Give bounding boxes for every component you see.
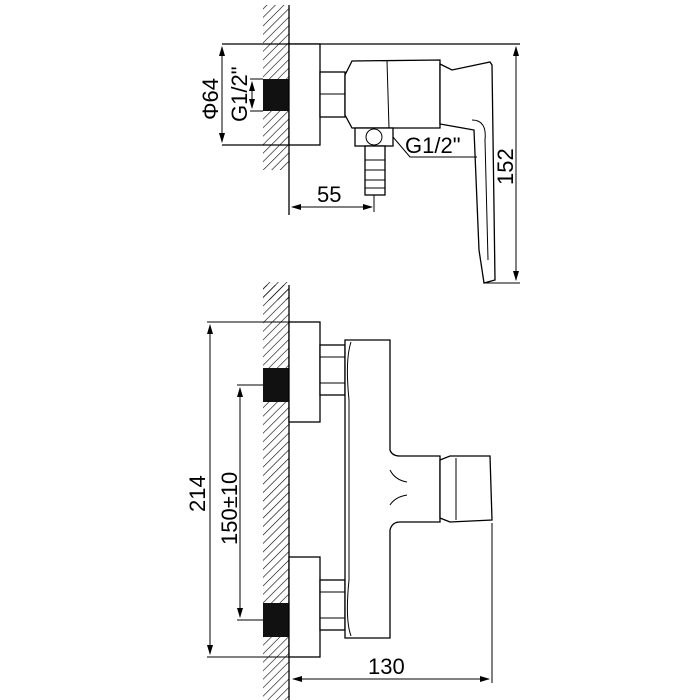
- front-view: 214 150±10 130: [185, 285, 493, 700]
- lower-inlet-thread: [263, 603, 289, 637]
- dim-depth-label: 55: [317, 182, 341, 207]
- dim-inlet-spacing-label: 150±10: [217, 472, 242, 545]
- dim-diameter-label: Φ64: [198, 78, 223, 120]
- lever-handle-front: [439, 455, 493, 523]
- hose-connector: [364, 145, 386, 196]
- inlet-thread-top: [263, 79, 289, 111]
- dim-inlet-thread-label: G1/2": [227, 66, 252, 122]
- lower-nut: [319, 579, 346, 631]
- lever-handle-top: [439, 61, 496, 284]
- valve-body-top: [344, 59, 441, 129]
- upper-inlet-thread: [263, 368, 289, 402]
- dim-height-label: 152: [493, 148, 518, 185]
- dim-outlet-thread-label: G1/2": [405, 133, 461, 158]
- dim-total-height-label: 214: [185, 475, 210, 512]
- wall-flange-top: [288, 43, 321, 146]
- lower-flange: [288, 556, 321, 658]
- top-view: Φ64 G1/2" G1/2" 55 152: [198, 5, 520, 300]
- outlet-nut-top: [354, 127, 394, 147]
- upper-nut: [319, 344, 346, 396]
- upper-flange: [288, 321, 321, 423]
- valve-body-front: [344, 339, 441, 639]
- wall-hatch-front: [263, 285, 289, 700]
- dim-projection-label: 130: [368, 654, 405, 679]
